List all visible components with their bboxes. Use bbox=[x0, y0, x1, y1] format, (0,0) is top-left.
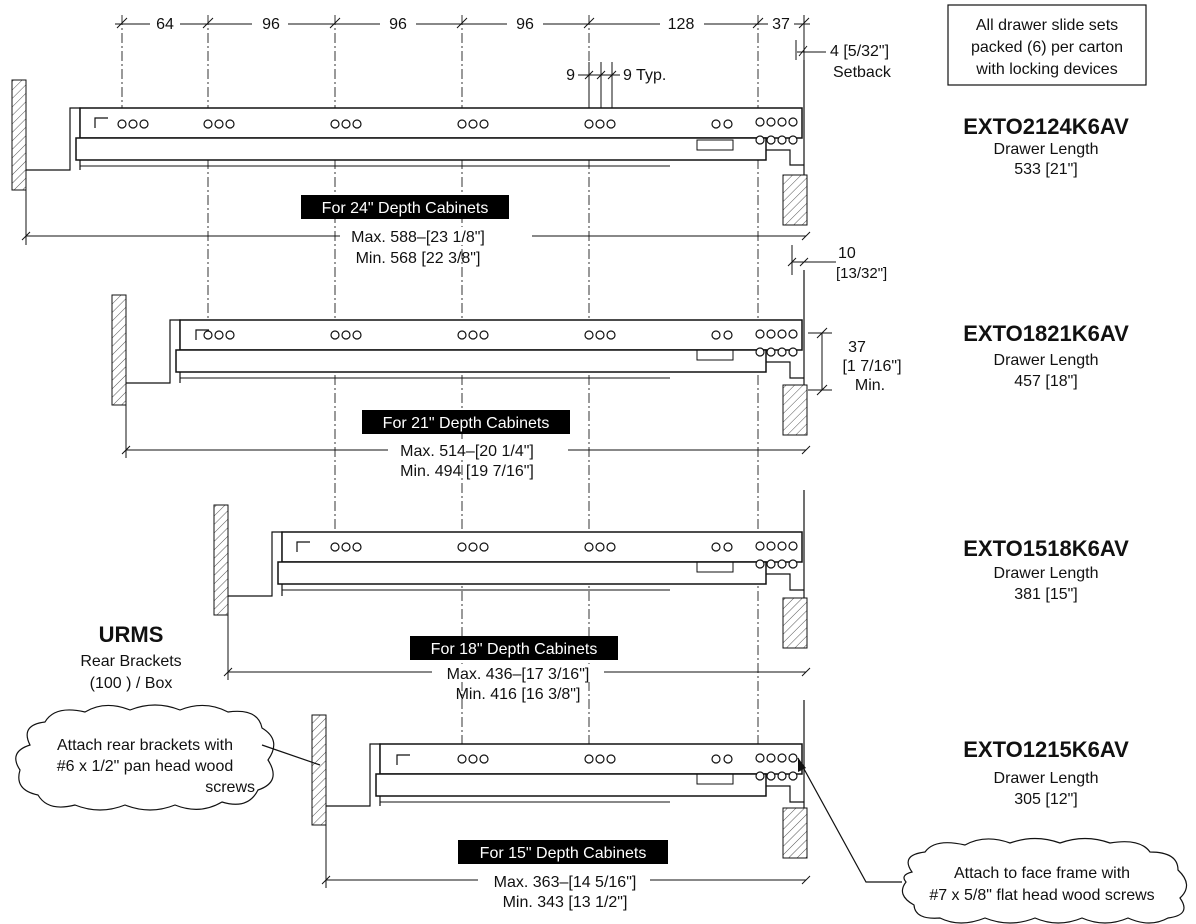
setback-dimension: 4 [5/32"] Setback bbox=[795, 40, 892, 81]
dim-96-c: 96 bbox=[516, 16, 534, 33]
model-info-21: EXTO1821K6AV Drawer Length 457 [18"] bbox=[963, 321, 1129, 390]
dim-37: 37 bbox=[772, 16, 790, 33]
slide-assembly-15: For 15" Depth Cabinets Max. 363–[14 5/16… bbox=[311, 700, 811, 911]
carton-note-line3: with locking devices bbox=[975, 61, 1117, 78]
max-21: Max. 514–[20 1/4"] bbox=[400, 443, 534, 460]
cabinet-label-24: For 24" Depth Cabinets bbox=[322, 200, 489, 217]
setback-value: 4 [5/32"] bbox=[830, 43, 889, 60]
dim-64: 64 bbox=[156, 16, 174, 33]
slide-assembly-21: For 21" Depth Cabinets Max. 514–[20 1/4"… bbox=[111, 270, 811, 480]
top-dimension-chain: 64 96 96 96 128 37 bbox=[115, 14, 810, 60]
callout-face-line2: #7 x 5/8" flat head wood screws bbox=[929, 887, 1154, 904]
min-18: Min. 416 [16 3/8"] bbox=[456, 686, 581, 703]
drawer-length-label-18: Drawer Length bbox=[994, 565, 1099, 582]
setback-label: Setback bbox=[833, 64, 892, 81]
urms-info: URMS Rear Brackets (100 ) / Box bbox=[80, 622, 181, 692]
model-24: EXTO2124K6AV bbox=[963, 114, 1129, 139]
typ-a: 9 bbox=[566, 67, 575, 84]
urms-line2: (100 ) / Box bbox=[90, 675, 173, 692]
model-info-15: EXTO1215K6AV Drawer Length 305 [12"] bbox=[963, 737, 1129, 808]
typ-b: 9 Typ. bbox=[623, 67, 666, 84]
height-dimension: 37 [1 7/16"] Min. bbox=[808, 327, 902, 396]
cabinet-label-15: For 15" Depth Cabinets bbox=[480, 845, 647, 862]
drawer-length-value-18: 381 [15"] bbox=[1014, 586, 1078, 603]
dim-96-a: 96 bbox=[262, 16, 280, 33]
carton-note: All drawer slide sets packed (6) per car… bbox=[947, 4, 1147, 86]
carton-note-line2: packed (6) per carton bbox=[971, 39, 1123, 56]
height-frac: [1 7/16"] bbox=[842, 358, 901, 375]
max-24: Max. 588–[23 1/8"] bbox=[351, 229, 485, 246]
drawer-length-value-21: 457 [18"] bbox=[1014, 373, 1078, 390]
min-15: Min. 343 [13 1/2"] bbox=[503, 894, 628, 911]
slide-assembly-18: For 18" Depth Cabinets Max. 436–[17 3/16… bbox=[213, 490, 811, 703]
model-15: EXTO1215K6AV bbox=[963, 737, 1129, 762]
height-value: 37 bbox=[848, 339, 866, 356]
model-18: EXTO1518K6AV bbox=[963, 536, 1129, 561]
drawer-length-label-15: Drawer Length bbox=[994, 770, 1099, 787]
gap-frac: [13/32"] bbox=[836, 265, 887, 282]
dim-128: 128 bbox=[668, 16, 695, 33]
max-15: Max. 363–[14 5/16"] bbox=[494, 874, 637, 891]
callout-rear-brackets: Attach rear brackets with #6 x 1/2" pan … bbox=[15, 704, 321, 811]
min-21: Min. 494 [19 7/16"] bbox=[400, 463, 534, 480]
slide-assembly-24: For 24" Depth Cabinets Max. 588–[23 1/8"… bbox=[11, 60, 811, 267]
model-21: EXTO1821K6AV bbox=[963, 321, 1129, 346]
urms-line1: Rear Brackets bbox=[80, 653, 181, 670]
callout-rear-line3: screws bbox=[205, 779, 255, 796]
min-24: Min. 568 [22 3/8"] bbox=[356, 250, 481, 267]
callout-face-frame: Attach to face frame with #7 x 5/8" flat… bbox=[797, 757, 1188, 924]
max-18: Max. 436–[17 3/16"] bbox=[447, 666, 590, 683]
model-info-18: EXTO1518K6AV Drawer Length 381 [15"] bbox=[963, 536, 1129, 603]
drawer-length-value-15: 305 [12"] bbox=[1014, 791, 1078, 808]
gap-dimension: 10 [13/32"] bbox=[787, 245, 887, 282]
drawer-length-label-21: Drawer Length bbox=[994, 352, 1099, 369]
carton-note-line1: All drawer slide sets bbox=[976, 17, 1118, 34]
cabinet-label-21: For 21" Depth Cabinets bbox=[383, 415, 550, 432]
dim-96-b: 96 bbox=[389, 16, 407, 33]
typ-dimension: 9 9 Typ. bbox=[566, 62, 666, 115]
drawer-length-value-24: 533 [21"] bbox=[1014, 161, 1078, 178]
cabinet-label-18: For 18" Depth Cabinets bbox=[431, 641, 598, 658]
drawer-length-label-24: Drawer Length bbox=[994, 141, 1099, 158]
callout-face-line1: Attach to face frame with bbox=[954, 865, 1130, 882]
callout-rear-line2: #6 x 1/2" pan head wood bbox=[57, 758, 233, 775]
callout-rear-line1: Attach rear brackets with bbox=[57, 737, 233, 754]
gap-value: 10 bbox=[838, 245, 856, 262]
height-label: Min. bbox=[855, 377, 885, 394]
model-info-24: EXTO2124K6AV Drawer Length 533 [21"] bbox=[963, 114, 1129, 178]
urms-title: URMS bbox=[99, 622, 164, 647]
